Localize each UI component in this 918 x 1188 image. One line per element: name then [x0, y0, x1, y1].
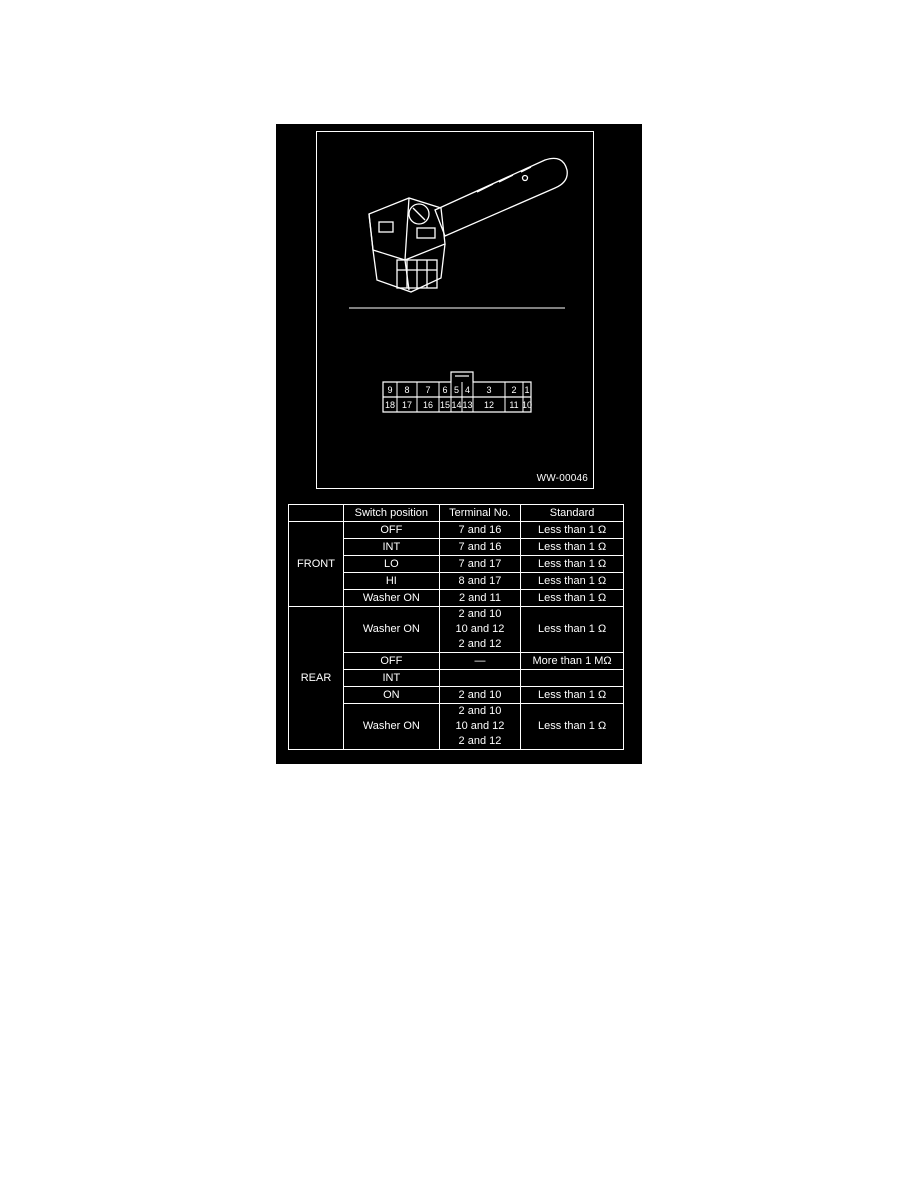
terminal-cell	[438, 669, 522, 687]
table-row: Washer ON 2 and 10 10 and 12 2 and 12 Less t…	[289, 703, 624, 750]
pin-label-bottom: 16	[423, 400, 433, 410]
terminal-pair: 2 and 11	[458, 591, 501, 604]
pin-label-bottom: 13	[462, 400, 472, 410]
switch-position-cell: ON	[343, 686, 440, 704]
terminal-pair: 2 and 12	[458, 638, 502, 650]
terminal-cell: 7 and 16	[438, 521, 522, 539]
header-terminal-no: Terminal No.	[438, 504, 522, 522]
pin-label-bottom: 15	[440, 400, 450, 410]
terminal-cell: 7 and 16	[438, 538, 522, 556]
switch-position-cell: OFF	[343, 652, 440, 670]
pin-label-bottom: 17	[402, 400, 412, 410]
switch-position-cell: INT	[343, 669, 440, 687]
switch-position-cell: Washer ON	[343, 606, 440, 653]
pin-label-top: 9	[387, 385, 392, 395]
pin-label-bottom: 12	[484, 400, 494, 410]
standard-cell: Less than 1 Ω	[520, 589, 624, 607]
terminal-cell: 7 and 17	[438, 555, 522, 573]
connector-housing	[396, 259, 438, 289]
terminal-cell: 8 and 17	[438, 572, 522, 590]
standard-cell: More than 1 MΩ	[520, 652, 624, 670]
terminal-pair: 10 and 12	[455, 623, 505, 635]
terminal-cell: 2 and 11	[438, 589, 522, 607]
pin-label-top: 7	[425, 385, 430, 395]
terminal-pair: 7 and 16	[458, 523, 502, 536]
standard-cell: Less than 1 Ω	[520, 686, 624, 704]
terminal-cell: 2 and 10 10 and 12 2 and 12	[438, 606, 522, 653]
switch-position-cell: OFF	[343, 521, 440, 539]
terminal-pair: 10 and 12	[455, 720, 505, 732]
figure-code: WW-00046	[536, 473, 588, 484]
terminal-pair: 2 and 12	[458, 735, 502, 747]
terminal-pair: 8 and 17	[458, 574, 502, 587]
pin-label-top: 4	[465, 385, 470, 395]
standard-cell	[520, 669, 624, 687]
terminal-pair: 2 and 10	[458, 608, 502, 620]
terminal-cell: 2 and 10	[438, 686, 522, 704]
header-standard: Standard	[520, 504, 624, 522]
group-label-front: FRONT	[288, 521, 344, 607]
table-row: OFF — More than 1 MΩ	[289, 652, 624, 670]
header-switch-position: Switch position	[343, 504, 440, 522]
pin-label-bottom: 14	[451, 400, 461, 410]
pin-label-bottom: 10	[522, 400, 532, 410]
table-row: ON 2 and 10 Less than 1 Ω	[289, 686, 624, 704]
switch-inspection-table: Switch position Terminal No. Standard FR…	[288, 504, 624, 750]
terminal-pair: 7 and 17	[458, 557, 502, 570]
group-label-rear: REAR	[288, 606, 344, 750]
pin-label-top: 1	[524, 385, 529, 395]
pin-label-bottom: 18	[385, 400, 395, 410]
pin-label-bottom: 11	[509, 400, 518, 410]
pin-label-top: 2	[511, 385, 516, 395]
standard-cell: Less than 1 Ω	[520, 703, 624, 750]
switch-position-cell: Washer ON	[343, 589, 440, 607]
terminal-pair: 7 and 16	[458, 540, 502, 553]
switch-position-cell: HI	[343, 572, 440, 590]
standard-cell: Less than 1 Ω	[520, 538, 624, 556]
standard-cell: Less than 1 Ω	[520, 606, 624, 653]
pin-label-top: 5	[454, 385, 459, 395]
standard-cell: Less than 1 Ω	[520, 572, 624, 590]
terminal-pair: 2 and 10	[458, 688, 502, 701]
wiper-switch-stalk	[434, 157, 568, 237]
switch-position-cell: INT	[343, 538, 440, 556]
terminal-pair	[442, 671, 519, 686]
terminal-pair: —	[474, 654, 486, 667]
terminal-cell: 2 and 10 10 and 12 2 and 12	[438, 703, 522, 750]
switch-position-cell: Washer ON	[343, 703, 440, 750]
table-row: INT	[289, 669, 624, 687]
header-group	[288, 504, 344, 522]
switch-position-cell: LO	[343, 555, 440, 573]
pin-label-top: 3	[486, 385, 491, 395]
standard-cell: Less than 1 Ω	[520, 555, 624, 573]
pin-label-top: 6	[442, 385, 447, 395]
terminal-pair: 2 and 10	[458, 705, 502, 717]
standard-cell: Less than 1 Ω	[520, 521, 624, 539]
table-header-row: Switch position Terminal No. Standard	[288, 504, 624, 522]
pin-label-top: 8	[404, 385, 409, 395]
terminal-cell: —	[438, 652, 522, 670]
table-row: LO 7 and 17 Less than 1 Ω	[289, 555, 624, 573]
switch-body	[368, 197, 446, 293]
